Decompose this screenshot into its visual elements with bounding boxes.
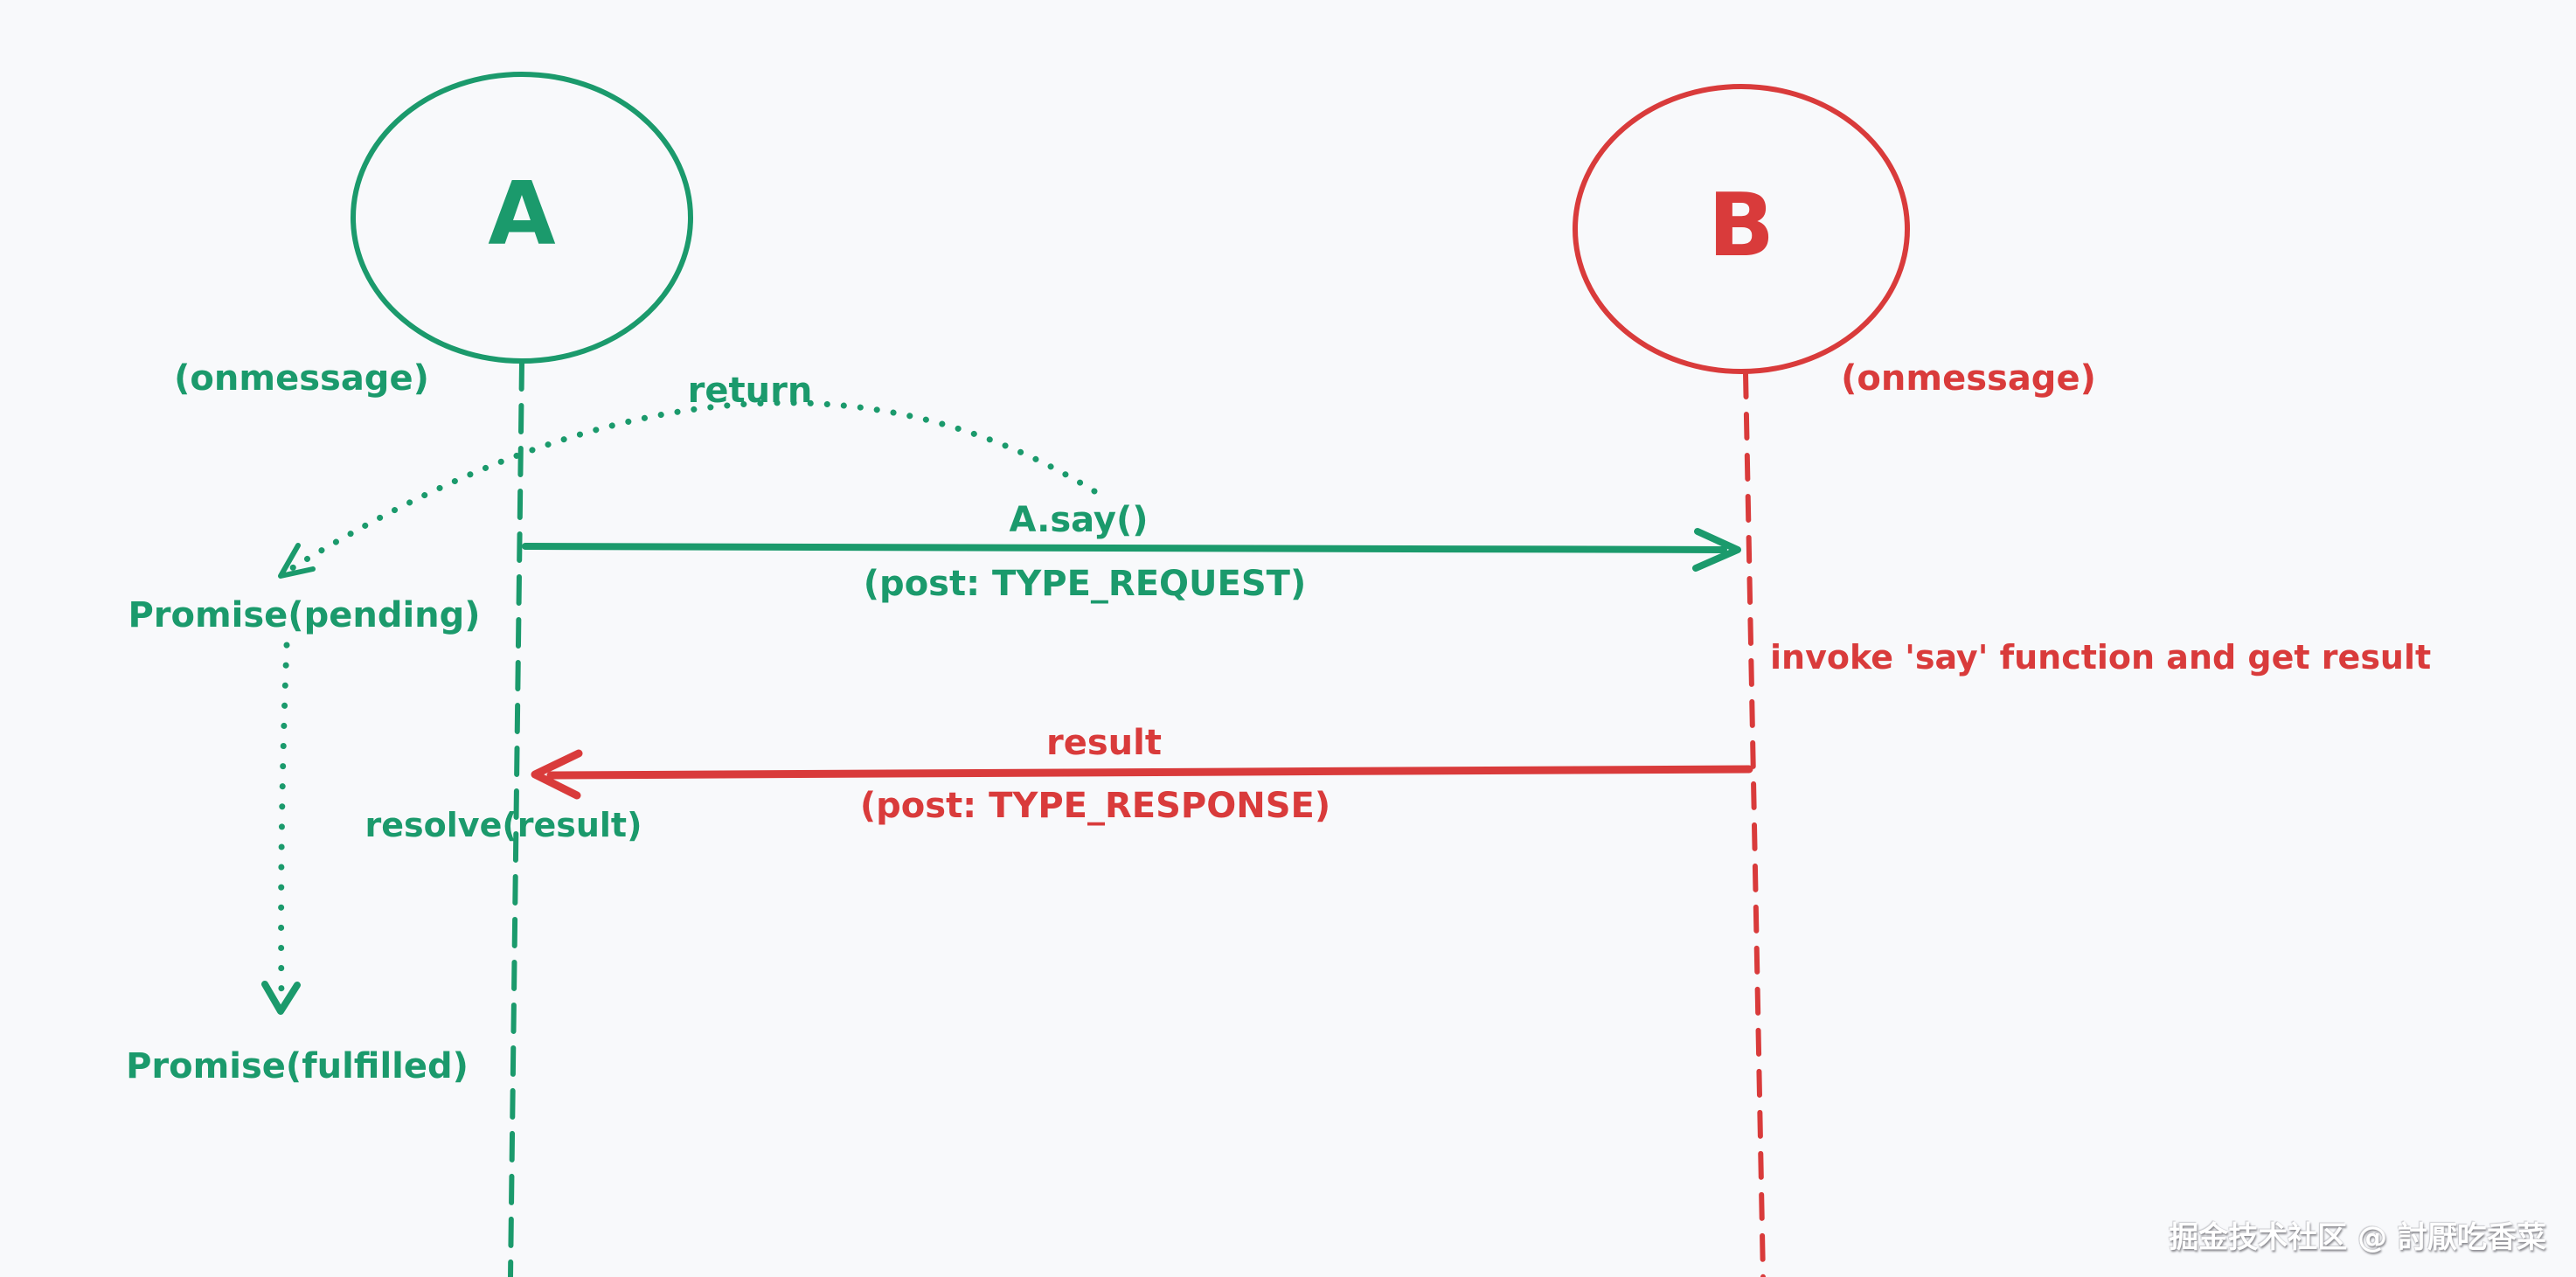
promise-state-arrow <box>261 642 301 1015</box>
actor-b-label: B <box>1707 173 1775 276</box>
actor-a-onmessage-note: (onmessage) <box>174 358 429 399</box>
request-message-detail: (post: TYPE_REQUEST) <box>863 564 1307 604</box>
promise-fulfilled-label: Promise(fulfilled) <box>126 1046 469 1086</box>
response-message-label: result <box>1046 723 1162 763</box>
message-request-arrow <box>522 528 1741 572</box>
promise-pending-label: Promise(pending) <box>128 595 481 635</box>
resolve-result-label: resolve(result) <box>365 806 642 844</box>
actor-b-onmessage-note: (onmessage) <box>1841 358 2096 399</box>
watermark-text: 掘金技术社区 @ 討厭吃香菜 <box>2169 1220 2546 1255</box>
message-response-arrow <box>531 749 1753 800</box>
actor-b-circle <box>1573 84 1910 374</box>
return-arc-arrow <box>278 399 1098 579</box>
response-message-detail: (post: TYPE_RESPONSE) <box>859 786 1331 826</box>
return-label: return <box>687 371 813 411</box>
lifeline-a <box>508 360 524 1277</box>
actor-a-label: A <box>488 162 556 265</box>
invoke-note: invoke 'say' function and get result <box>1770 638 2432 677</box>
request-message-label: A.say() <box>1009 500 1149 540</box>
lifeline-b <box>1743 371 1766 1277</box>
